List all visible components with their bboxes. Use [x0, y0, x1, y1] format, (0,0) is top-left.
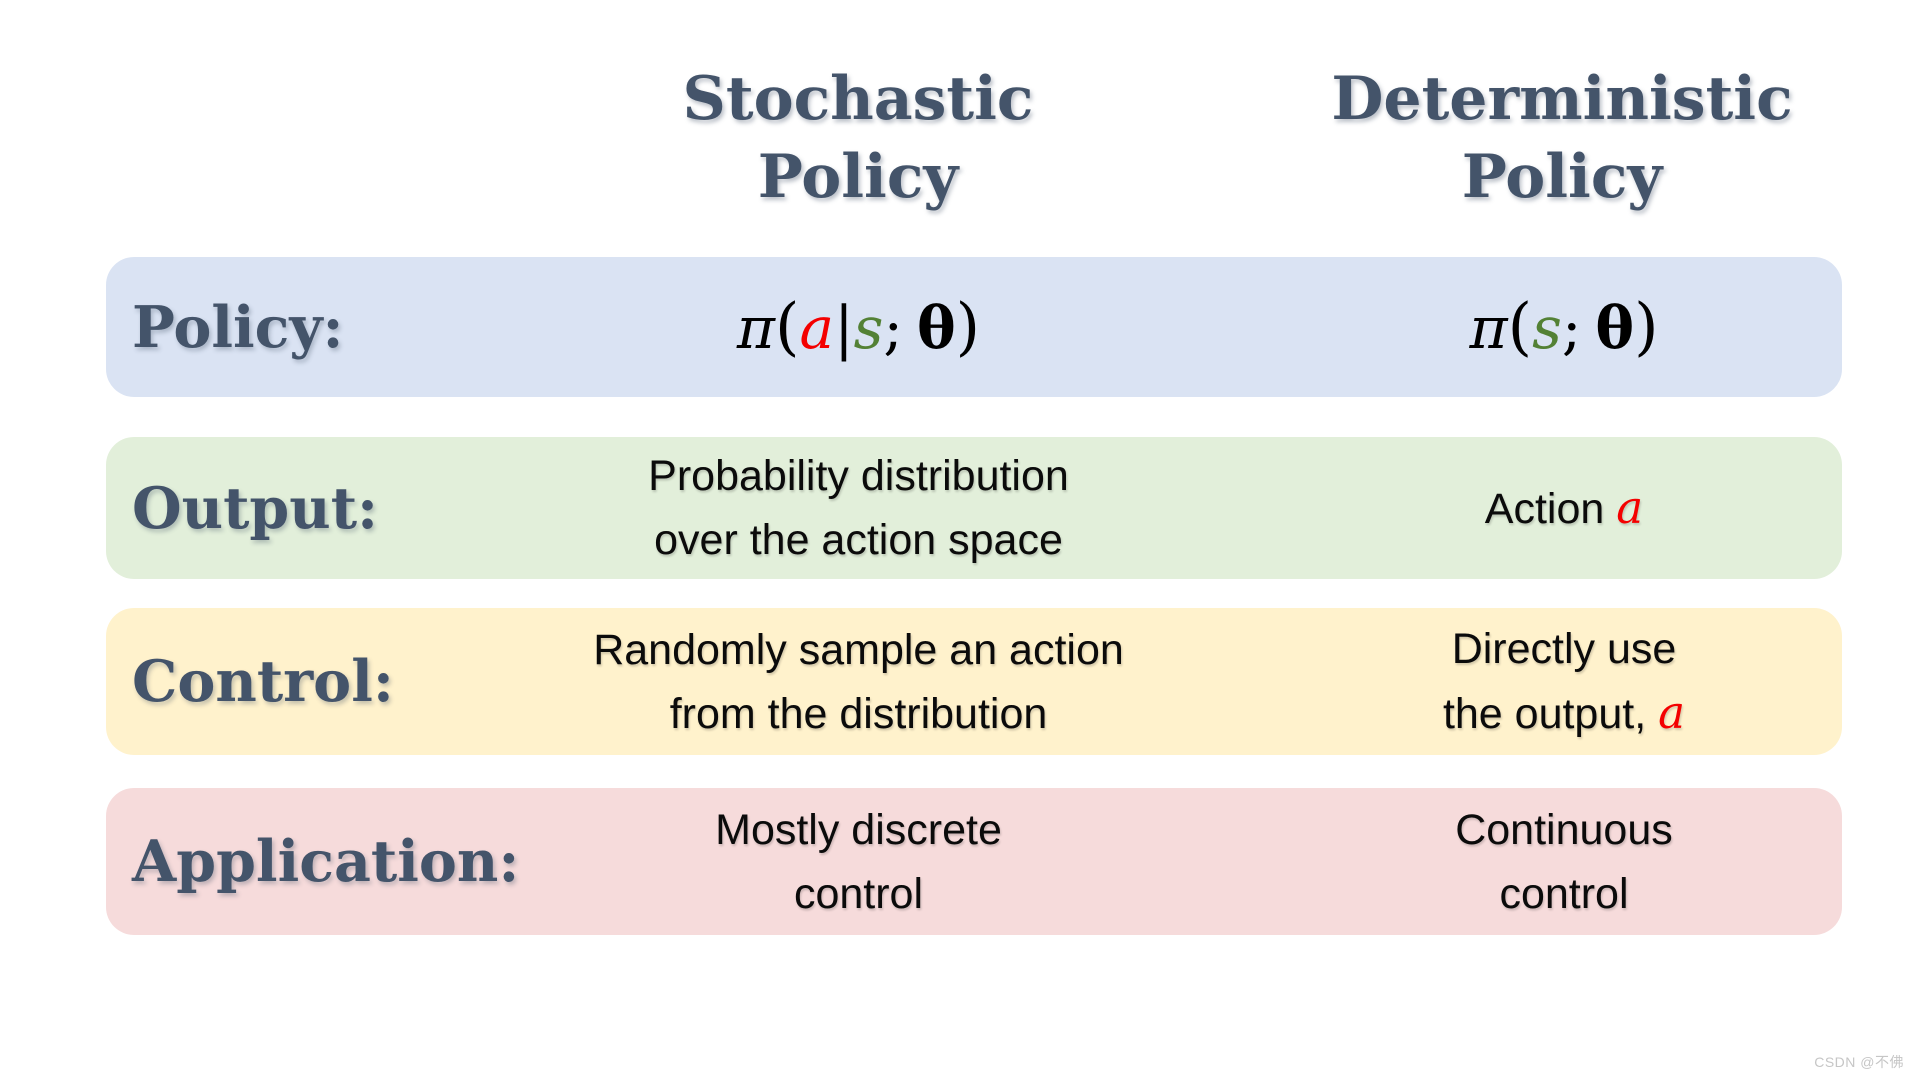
action-variable: a — [799, 293, 835, 362]
cell-line: Mostly discrete — [715, 805, 1002, 854]
cell-control-deterministic: Directly use the output, a — [1231, 617, 1842, 746]
column-header-deterministic-policy: Deterministic Policy — [1331, 60, 1792, 216]
header-line: Policy — [757, 142, 959, 212]
cell-line: Randomly sample an action — [593, 625, 1124, 674]
action-variable: a — [1616, 480, 1644, 534]
theta-parameter: θ — [1595, 293, 1635, 362]
header-line: Deterministic — [1331, 64, 1793, 134]
csdn-watermark: CSDN @不佛 — [1814, 1054, 1904, 1070]
close-paren: ) — [1634, 289, 1659, 363]
row-label-output: Output: — [132, 474, 379, 542]
theta-parameter: θ — [916, 293, 956, 362]
row-label-application: Application: — [132, 828, 520, 895]
cell-line: Probability distribution — [648, 452, 1069, 500]
cell-line: control — [793, 869, 924, 918]
semicolon: ; — [1561, 293, 1582, 362]
row-label-policy: Policy: — [132, 293, 344, 361]
row-output: Output: Probability distribution over th… — [106, 437, 1842, 579]
state-variable: s — [1532, 293, 1562, 362]
cell-application-deterministic: Continuous control — [1231, 798, 1842, 926]
open-paren: ( — [775, 289, 800, 363]
action-variable: a — [1658, 686, 1686, 739]
state-variable: s — [853, 293, 884, 362]
pi-symbol: π — [1469, 293, 1508, 362]
pi-symbol: π — [736, 293, 776, 362]
semicolon: ; — [883, 293, 903, 362]
close-paren: ) — [955, 289, 981, 363]
row-policy: Policy: π(a|s;θ) π(s;θ) — [106, 257, 1842, 397]
cell-text: the output, — [1442, 690, 1647, 738]
cell-output-stochastic: Probability distribution over the action… — [486, 444, 1231, 572]
conditional-bar: | — [834, 293, 854, 362]
cell-line: control — [1499, 869, 1629, 918]
open-paren: ( — [1507, 289, 1533, 363]
header-line: Stochastic — [682, 64, 1034, 134]
cell-line: Directly use — [1451, 625, 1677, 673]
cell-line: the output, a — [1286, 681, 1842, 746]
cell-line: from the distribution — [669, 689, 1048, 738]
row-application: Application: Mostly discrete control Con… — [106, 788, 1842, 935]
header-line: Policy — [1461, 142, 1663, 212]
row-control: Control: Randomly sample an action from … — [106, 608, 1842, 755]
cell-line: Continuous — [1455, 805, 1673, 854]
row-label-control: Control: — [132, 648, 394, 715]
cell-line: over the action space — [654, 516, 1063, 564]
cell-output-deterministic: Action a — [1231, 476, 1842, 541]
cell-text: Action — [1484, 484, 1605, 533]
formula-stochastic-policy: π(a|s;θ) — [486, 293, 1231, 362]
cell-application-stochastic: Mostly discrete control — [486, 798, 1231, 926]
formula-deterministic-policy: π(s;θ) — [1231, 293, 1842, 362]
cell-control-stochastic: Randomly sample an action from the distr… — [486, 618, 1231, 746]
column-header-stochastic-policy: Stochastic Policy — [683, 60, 1034, 216]
